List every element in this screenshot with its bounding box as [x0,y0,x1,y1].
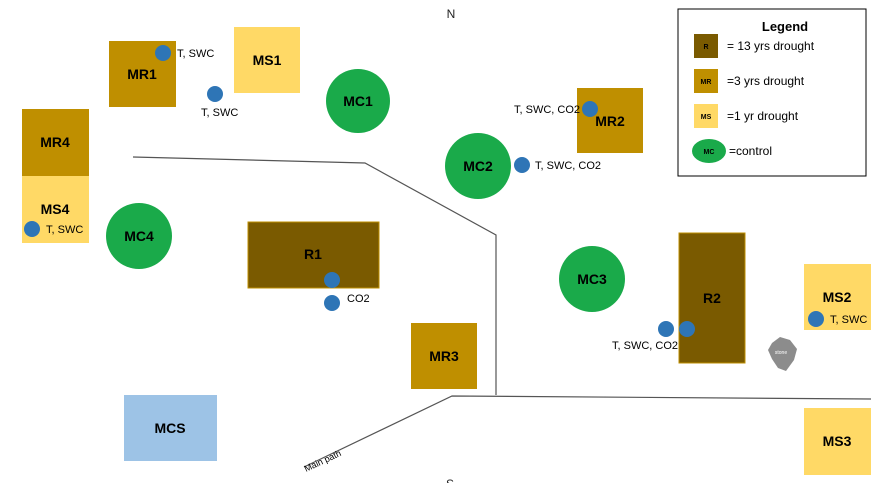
stone: stone [768,337,797,371]
plot-mr4-box [22,109,89,176]
plot-mc1-circle [326,69,390,133]
plot-ms4-label: MS4 [41,201,70,217]
plot-ms1-box [234,27,300,93]
plot-mr4: MR4 [22,109,89,176]
plot-mr2-box [577,88,643,153]
legend-swatch-mr [694,69,718,93]
legend-swatch-mr-label: MR [701,79,712,86]
sensor-mc2: T, SWC, CO2 [514,157,601,173]
sensor-ms4-label: T, SWC [46,224,83,236]
south-label: S [446,477,454,483]
legend-item-mc: =control [729,144,772,158]
sensor-mc2-label: T, SWC, CO2 [535,160,601,172]
plot-mc3: MC3 [559,246,625,312]
plot-ms1-label: MS1 [253,52,282,68]
legend-swatch-ms-label: MS [701,114,712,121]
sensor-r1-label: CO2 [347,293,370,305]
plot-mc2-label: MC2 [463,158,493,174]
plot-mr3-box [411,323,477,389]
sensor-ms1-label: T, SWC [201,107,238,119]
sensor-dot [679,321,695,337]
plot-mc3-circle [559,246,625,312]
legend-swatch-r [694,34,718,58]
sensor-r2: T, SWC, CO2 [612,321,695,352]
plot-r2: R2 [678,232,746,364]
plot-mc1: MC1 [326,69,390,133]
plot-r1-label: R1 [304,246,322,262]
plot-mc2: MC2 [445,133,511,199]
main-path-line [303,395,871,468]
legend: Legend R = 13 yrs drought MR =3 yrs drou… [677,8,867,177]
sensor-dot [155,45,171,61]
plot-mc4: MC4 [106,203,172,269]
legend-item-r: = 13 yrs drought [727,39,815,53]
legend-item-ms: =1 yr drought [727,109,799,123]
plot-ms3: MS3 [804,408,871,475]
sensor-ms2: T, SWC [808,311,867,327]
sensor-r2-label: T, SWC, CO2 [612,340,678,352]
plot-r2-box [678,232,746,364]
plot-r1: R1 [247,221,380,289]
plot-mr3-label: MR3 [429,348,459,364]
sensor-ms1: T, SWC [201,86,238,119]
sensor-r1: CO2 [324,272,370,311]
legend-item-mr: =3 yrs drought [727,74,805,88]
paths [132,156,871,468]
plot-ms3-label: MS3 [823,433,852,449]
plot-mr1-label: MR1 [127,66,157,82]
plot-mc1-label: MC1 [343,93,373,109]
sensor-mr1: T, SWC [155,45,214,61]
sensor-dot [582,101,598,117]
plot-mr2-label: MR2 [595,113,625,129]
plot-mc4-label: MC4 [124,228,154,244]
sensor-mr2-label: T, SWC, CO2 [514,104,580,116]
plot-r1-box [247,221,380,289]
legend-swatch-r-label: R [703,44,708,51]
main-path-label: Main path [303,448,343,474]
sensor-dot [207,86,223,102]
sensor-dot [324,295,340,311]
sensor-dot [808,311,824,327]
sensor-dot [324,272,340,288]
plot-ms2-label: MS2 [823,289,852,305]
plot-mr2: MR2 [577,88,643,153]
sensor-ms2-label: T, SWC [830,314,867,326]
plot-mcs-label: MCS [154,420,185,436]
sensor-mr2: T, SWC, CO2 [514,101,598,117]
path-north-west [132,156,497,395]
plot-mcs-box [124,395,217,461]
plot-mc2-circle [445,133,511,199]
legend-swatch-mc [692,139,726,163]
stone-shape [768,337,797,371]
legend-swatch-ms [694,104,718,128]
sensor-dot [24,221,40,237]
legend-swatch-mc-label: MC [704,149,715,156]
legend-title: Legend [762,19,808,34]
plot-ms3-box [804,408,871,475]
stone-label: stone [775,350,787,356]
plot-r2-label: R2 [703,290,721,306]
sensor-dot [658,321,674,337]
plot-ms1: MS1 [234,27,300,93]
sensor-mr1-label: T, SWC [177,48,214,60]
plot-mc4-circle [106,203,172,269]
sensor-dot [514,157,530,173]
plot-mc3-label: MC3 [577,271,607,287]
sensor-ms4: T, SWC [24,221,83,237]
plot-mr4-label: MR4 [40,134,70,150]
plot-mr3: MR3 [411,323,477,389]
north-label: N [447,7,456,21]
plot-mcs: MCS [124,395,217,461]
